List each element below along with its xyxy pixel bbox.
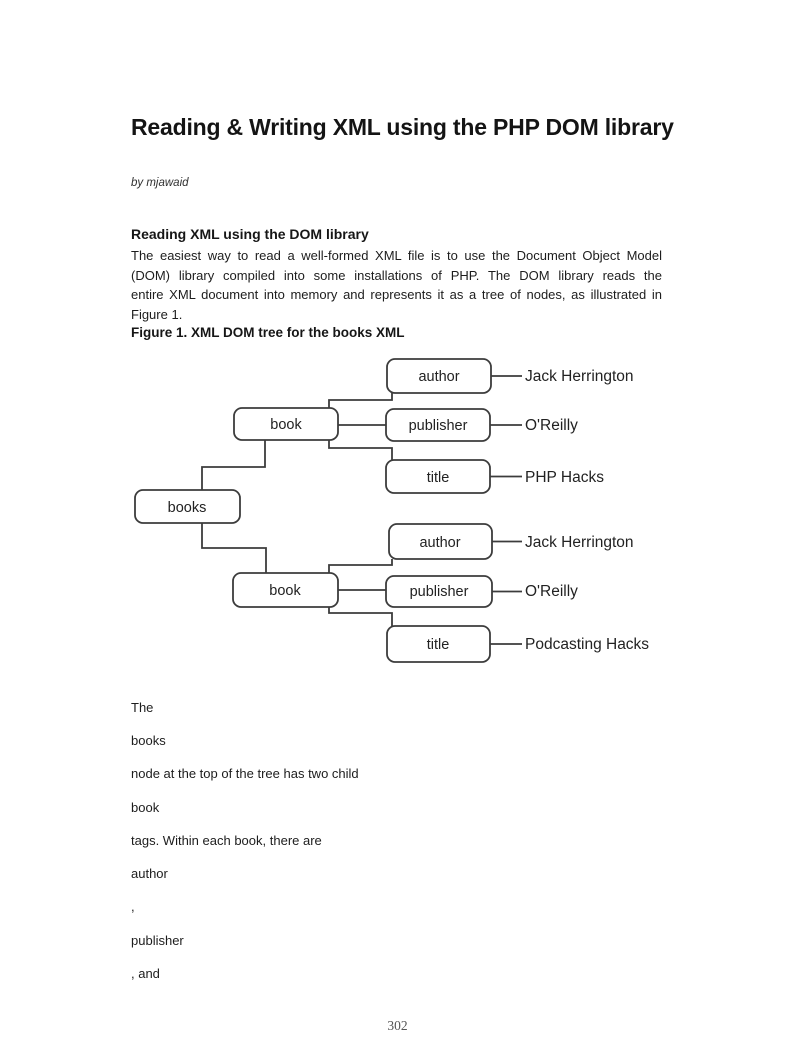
text-fragment: author	[131, 866, 168, 881]
page-number: 302	[387, 1018, 408, 1033]
paragraph-line: Figure 1.	[131, 307, 183, 323]
text-fragment: , and	[131, 966, 160, 981]
node-title2-label: title	[427, 637, 450, 653]
node-author2-box	[388, 523, 493, 560]
node-author1-box	[386, 358, 492, 394]
section-heading: Reading XML using the DOM library	[131, 225, 369, 242]
node-books-label: books	[168, 500, 207, 516]
node-book2-box	[232, 572, 339, 608]
text-fragment: The	[131, 700, 154, 715]
node-book1-label: book	[270, 417, 302, 433]
text-fragment: publisher	[131, 933, 184, 948]
leaf-value-title2: Podcasting Hacks	[525, 636, 649, 653]
figure-caption: Figure 1. XML DOM tree for the books XML	[131, 325, 405, 340]
leaf-value-author2: Jack Herrington	[525, 534, 634, 551]
paragraph-line: entire XML document into memory and repr…	[131, 287, 662, 303]
paragraph-line: (DOM) library compiled into some install…	[131, 267, 662, 283]
leaf-value-publisher2: O'Reilly	[525, 583, 578, 600]
leaf-value-author1: Jack Herrington	[525, 368, 634, 385]
connector-book1-title	[328, 440, 393, 460]
text-fragment: node at the top of the tree has two chil…	[131, 766, 359, 781]
node-book1-box	[233, 407, 339, 441]
node-books-box	[134, 489, 241, 524]
tree-diagram-svg: books book book author publisher title a…	[134, 358, 649, 663]
connector-book2-title	[328, 607, 393, 626]
text-fragment: tags. Within each book, there are	[131, 833, 322, 848]
node-title2-box	[386, 625, 491, 663]
node-publisher1-box	[385, 408, 491, 442]
node-publisher2-label: publisher	[410, 584, 469, 600]
leaf-value-title1: PHP Hacks	[525, 469, 604, 486]
leaf-value-publisher1: O'Reilly	[525, 417, 578, 434]
text-fragment: books	[131, 733, 166, 748]
paragraph-line: The easiest way to read a well-formed XM…	[131, 248, 662, 263]
connector-books-book1	[201, 440, 266, 490]
intro-paragraph: The easiest way to read a well-formed XM…	[131, 246, 662, 325]
text-fragment: book	[131, 800, 160, 815]
connector-book1-author	[328, 393, 393, 408]
node-publisher1-label: publisher	[409, 418, 468, 434]
connector-books-book2	[201, 523, 267, 573]
node-title1-label: title	[427, 470, 450, 486]
text-fragment: ,	[131, 899, 135, 914]
xml-dom-tree-diagram: books book book author publisher title a…	[131, 352, 671, 670]
node-title1-box	[385, 459, 491, 494]
node-author1-label: author	[418, 369, 459, 385]
node-book2-label: book	[269, 583, 301, 599]
connector-book2-author	[328, 559, 393, 573]
byline: by mjawaid	[131, 177, 189, 189]
page-title: Reading & Writing XML using the PHP DOM …	[131, 114, 674, 141]
node-publisher2-box	[385, 575, 493, 608]
node-author2-label: author	[419, 535, 460, 551]
